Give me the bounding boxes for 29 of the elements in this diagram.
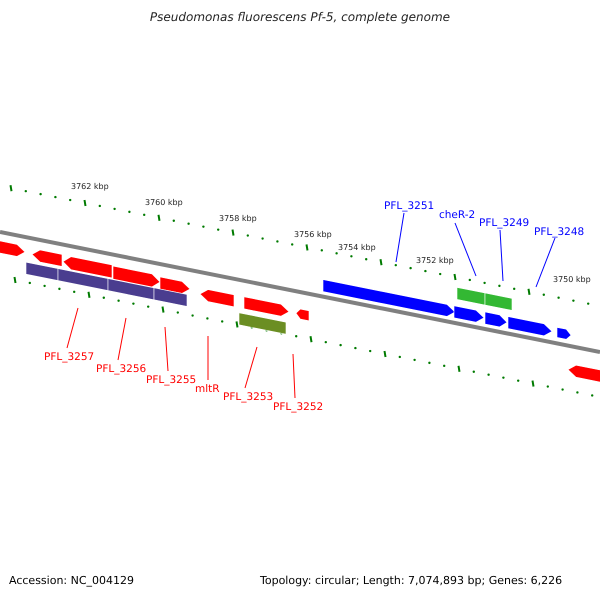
gene-label: PFL_3257 [44,352,94,362]
scale-label: 3752 kbp [416,257,454,265]
leader-line [454,222,476,276]
gene-label: cheR-2 [439,210,476,220]
leader-line [396,212,404,262]
leader-line [244,346,258,388]
scale-label: 3754 kbp [338,244,376,252]
leader-line [164,326,168,372]
leader-line [536,238,556,288]
scale-label: 3750 kbp [553,276,591,284]
gene-label: PFL_3251 [384,201,434,212]
leader-line [118,318,126,360]
leader-line [292,354,296,398]
scale-label: 3760 kbp [145,199,183,207]
gene-label: mltR [195,384,220,394]
accession-text: Accession: NC_004129 [9,575,134,586]
scale-label: 3762 kbp [71,183,109,191]
gene-label: PFL_3253 [223,392,274,402]
gene-label: PFL_3255 [146,375,196,386]
diagram-title: Pseudomonas fluorescens Pf-5, complete genome [148,11,452,23]
gene-label: PFL_3248 [534,227,584,238]
leader-line [500,230,504,282]
gene-label: PFL_3249 [479,218,530,228]
gene-label: PFL_3256 [96,364,146,374]
scale-label: 3758 kbp [219,215,257,223]
genome-summary-text: Topology: circular; Length: 7,074,893 bp; Genes: 6,226 [260,575,562,586]
gene-label: PFL_3252 [273,402,324,412]
scale-label: 3756 kbp [294,231,332,239]
leader-line [66,308,78,348]
